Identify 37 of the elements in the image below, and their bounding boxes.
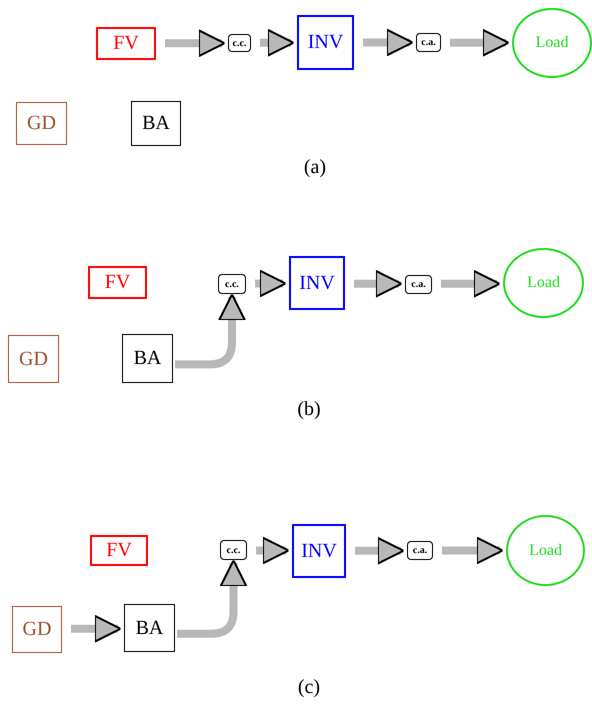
block-arrow — [71, 614, 122, 643]
block-arrow — [260, 28, 295, 57]
panel-label: (a) — [304, 156, 326, 179]
small-box: c.c. — [228, 34, 251, 52]
text-box: INV — [297, 15, 354, 70]
ellipse-node: Load — [506, 515, 585, 586]
panel-label: (b) — [297, 398, 321, 421]
text-box: FV — [88, 266, 147, 299]
text-box: FV — [96, 27, 156, 60]
block-arrow — [175, 293, 246, 368]
small-box: c.c. — [220, 540, 247, 560]
block-arrow — [442, 536, 504, 564]
block-arrow — [256, 536, 290, 564]
text-box: GD — [12, 606, 62, 653]
ellipse-node: Load — [512, 8, 592, 78]
block-arrow — [450, 28, 510, 57]
small-box: c.a. — [405, 275, 432, 294]
text-box: INV — [292, 524, 346, 578]
text-box: GD — [16, 102, 67, 145]
block-arrow — [255, 270, 287, 298]
block-arrow — [355, 536, 405, 565]
small-box: c.a. — [416, 33, 441, 52]
text-box: BA — [122, 334, 173, 383]
small-box: c.a. — [407, 541, 433, 560]
block-arrow — [165, 29, 226, 58]
ellipse-node: Load — [503, 248, 584, 318]
block-arrow — [363, 28, 414, 56]
text-box: INV — [289, 256, 345, 310]
text-box: BA — [131, 101, 181, 146]
small-box: c.c. — [218, 274, 246, 294]
text-box: GD — [8, 335, 59, 383]
block-arrow — [354, 270, 403, 298]
text-box: BA — [124, 604, 175, 652]
block-arrow — [177, 559, 248, 638]
text-box: FV — [90, 535, 148, 566]
block-arrow — [441, 270, 501, 298]
panel-label: (c) — [298, 676, 320, 699]
